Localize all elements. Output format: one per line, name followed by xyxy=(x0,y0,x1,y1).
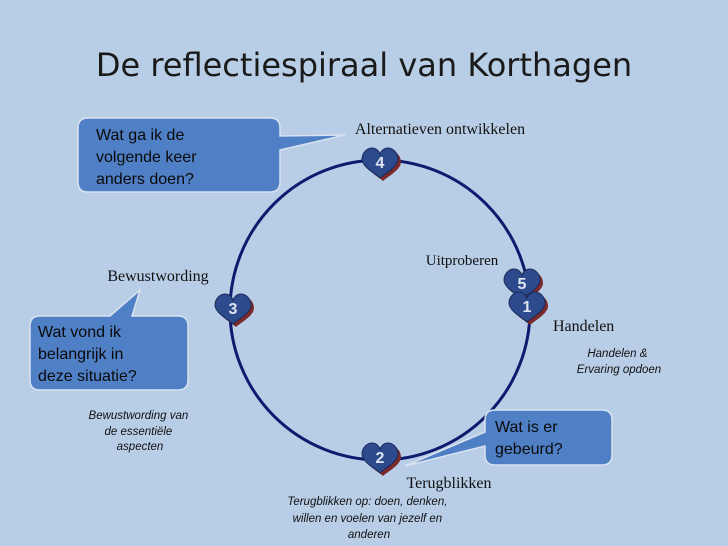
bubble-bewustwording-line: deze situatie? xyxy=(38,368,137,385)
bubble-bewustwording-line: belangrijk in xyxy=(38,346,123,363)
desc-bewustwording-line: aspecten xyxy=(117,441,164,453)
heart-icon-phase-2: 2 xyxy=(361,442,401,476)
bubble-alternatieven-line: Wat ga ik de xyxy=(96,127,184,144)
heart-icon-phase-4: 4 xyxy=(361,147,401,181)
phase-label-bewustwording: Bewustwording xyxy=(107,268,208,285)
phase-number-1: 1 xyxy=(523,299,532,316)
phase-label-terugblikken: Terugblikken xyxy=(406,475,491,492)
bubble-alternatieven-line: volgende keer xyxy=(96,149,197,166)
phase-number-4: 4 xyxy=(376,155,385,172)
desc-handelen-line: Handelen & xyxy=(587,348,647,360)
bubble-alternatieven-line: anders doen? xyxy=(96,171,194,188)
bubble-bewustwording-shape xyxy=(29,287,189,391)
phase-label-uitproberen: Uitproberen xyxy=(426,253,499,269)
desc-bewustwording-line: de essentiële xyxy=(105,426,173,438)
desc-terugblikken-line: willen en voelen van jezelf en xyxy=(293,513,443,525)
bubble-alternatieven: Wat ga ik de volgende keer anders doen? xyxy=(77,117,346,193)
svg-text:Wat ga ik de volgende ke: Wat ga ik de volgende keer anders doen? xyxy=(96,127,201,188)
bubble-bewustwording-line: Wat vond ik xyxy=(38,324,122,341)
page-title: De reflectiespiraal van Korthagen xyxy=(95,46,633,84)
svg-text:Handelen & Ervaring opdoen: Handelen & Ervaring opdoen xyxy=(577,348,661,376)
phase-number-2: 2 xyxy=(376,450,385,467)
svg-text:Bewustwording van de essen: Bewustwording van de essentiële aspecten xyxy=(89,410,192,453)
bubble-terugblikken-line: Wat is er xyxy=(495,419,558,436)
cycle-circle xyxy=(228,158,532,462)
phase-label-handelen: Handelen xyxy=(553,318,614,335)
svg-text:Wat is er gebeurd?: Wat is er gebeurd? xyxy=(495,419,563,458)
desc-terugblikken-line: Terugblikken op: doen, denken, xyxy=(287,496,447,508)
svg-text:Wat vond ik belangrijk i: Wat vond ik belangrijk in deze situatie? xyxy=(38,324,137,385)
phase-label-alternatieven: Alternatieven ontwikkelen xyxy=(355,121,525,138)
bubble-terugblikken-line: gebeurd? xyxy=(495,441,563,458)
svg-text:Terugblikken op: doen, denken,: Terugblikken op: doen, denken, willen en… xyxy=(287,496,450,541)
heart-icon-phase-1: 1 xyxy=(508,291,548,325)
bubble-alternatieven-shape xyxy=(77,117,346,193)
phase-number-3: 3 xyxy=(229,301,238,318)
phase-number-5: 5 xyxy=(518,276,527,293)
desc-bewustwording-line: Bewustwording van xyxy=(89,410,189,422)
bubble-terugblikken: Wat is er gebeurd? xyxy=(404,409,613,467)
desc-terugblikken-line: anderen xyxy=(348,529,390,541)
bubble-bewustwording: Wat vond ik belangrijk in deze situatie? xyxy=(29,287,189,391)
bubble-terugblikken-shape xyxy=(404,409,613,467)
desc-handelen-line: Ervaring opdoen xyxy=(577,364,661,376)
heart-icon-phase-3: 3 xyxy=(214,293,254,327)
